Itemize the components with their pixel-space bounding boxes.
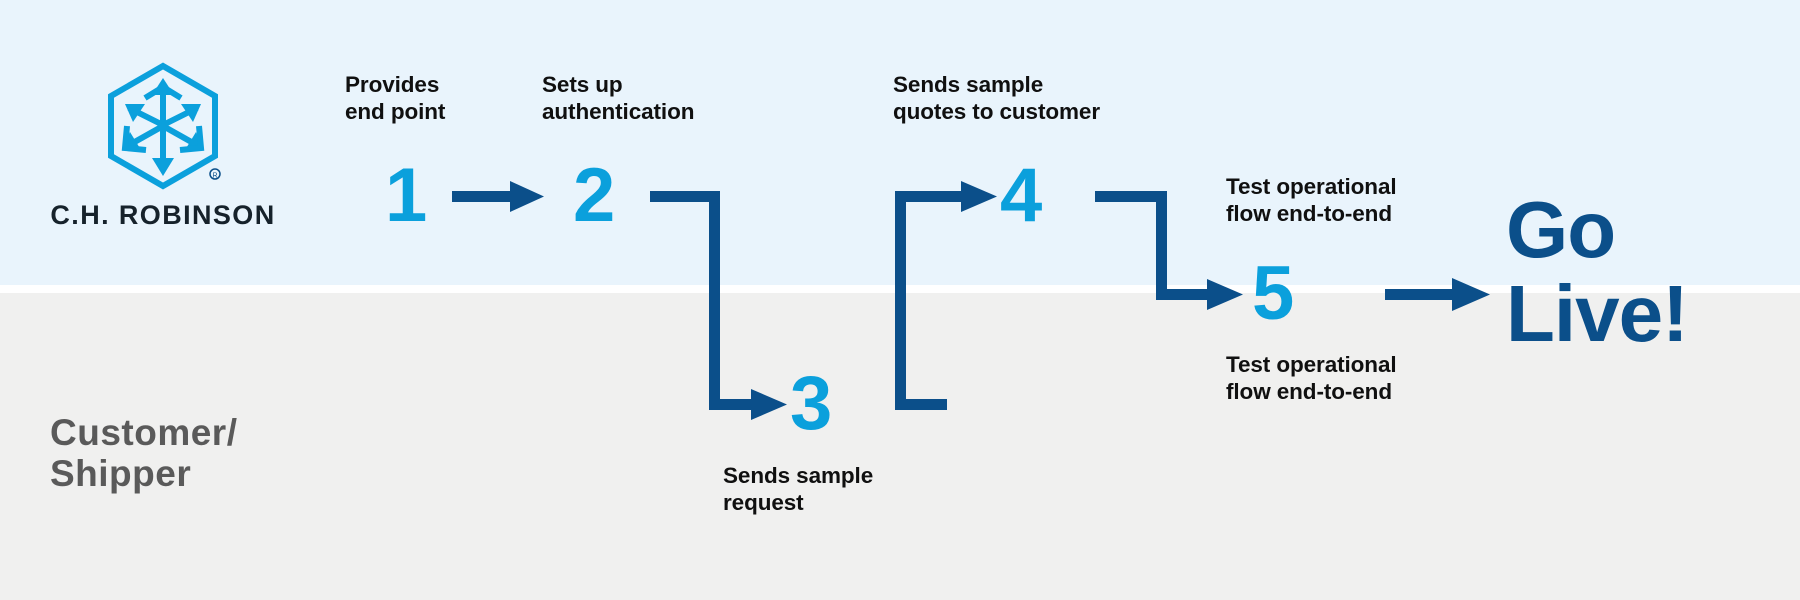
step-caption-4: Sends sample quotes to customer — [893, 72, 1100, 124]
step-caption-5-above: Test operational flow end-to-end — [1226, 174, 1397, 226]
connector-1-to-2 — [452, 181, 544, 212]
connector-2-to-3 — [650, 191, 787, 420]
step-caption-1: Provides end point — [345, 72, 446, 124]
step-number-4: 4 — [1000, 153, 1043, 238]
step-caption-3: Sends sample request — [723, 463, 874, 515]
connector-3-to-4 — [895, 181, 997, 410]
connector-5-to-golive — [1385, 278, 1490, 311]
svg-text:R: R — [212, 173, 217, 180]
step-caption-5-below: Test operational flow end-to-end — [1226, 352, 1397, 404]
step-number-1: 1 — [385, 153, 428, 238]
step-number-5: 5 — [1252, 251, 1295, 336]
lane-label-customer-shipper: Customer/ Shipper — [50, 412, 238, 495]
hexagon-arrows-icon: R — [108, 62, 221, 190]
step-caption-2: Sets up authentication — [542, 72, 695, 124]
brand-wordmark: C.H. ROBINSON — [50, 200, 276, 230]
outcome-go-live: Go Live! — [1506, 185, 1689, 358]
step-number-3: 3 — [790, 361, 833, 446]
brand-logo-block: R C.H. ROBINSON — [48, 62, 278, 231]
connector-4-to-5 — [1095, 191, 1243, 310]
step-number-2: 2 — [573, 153, 616, 238]
